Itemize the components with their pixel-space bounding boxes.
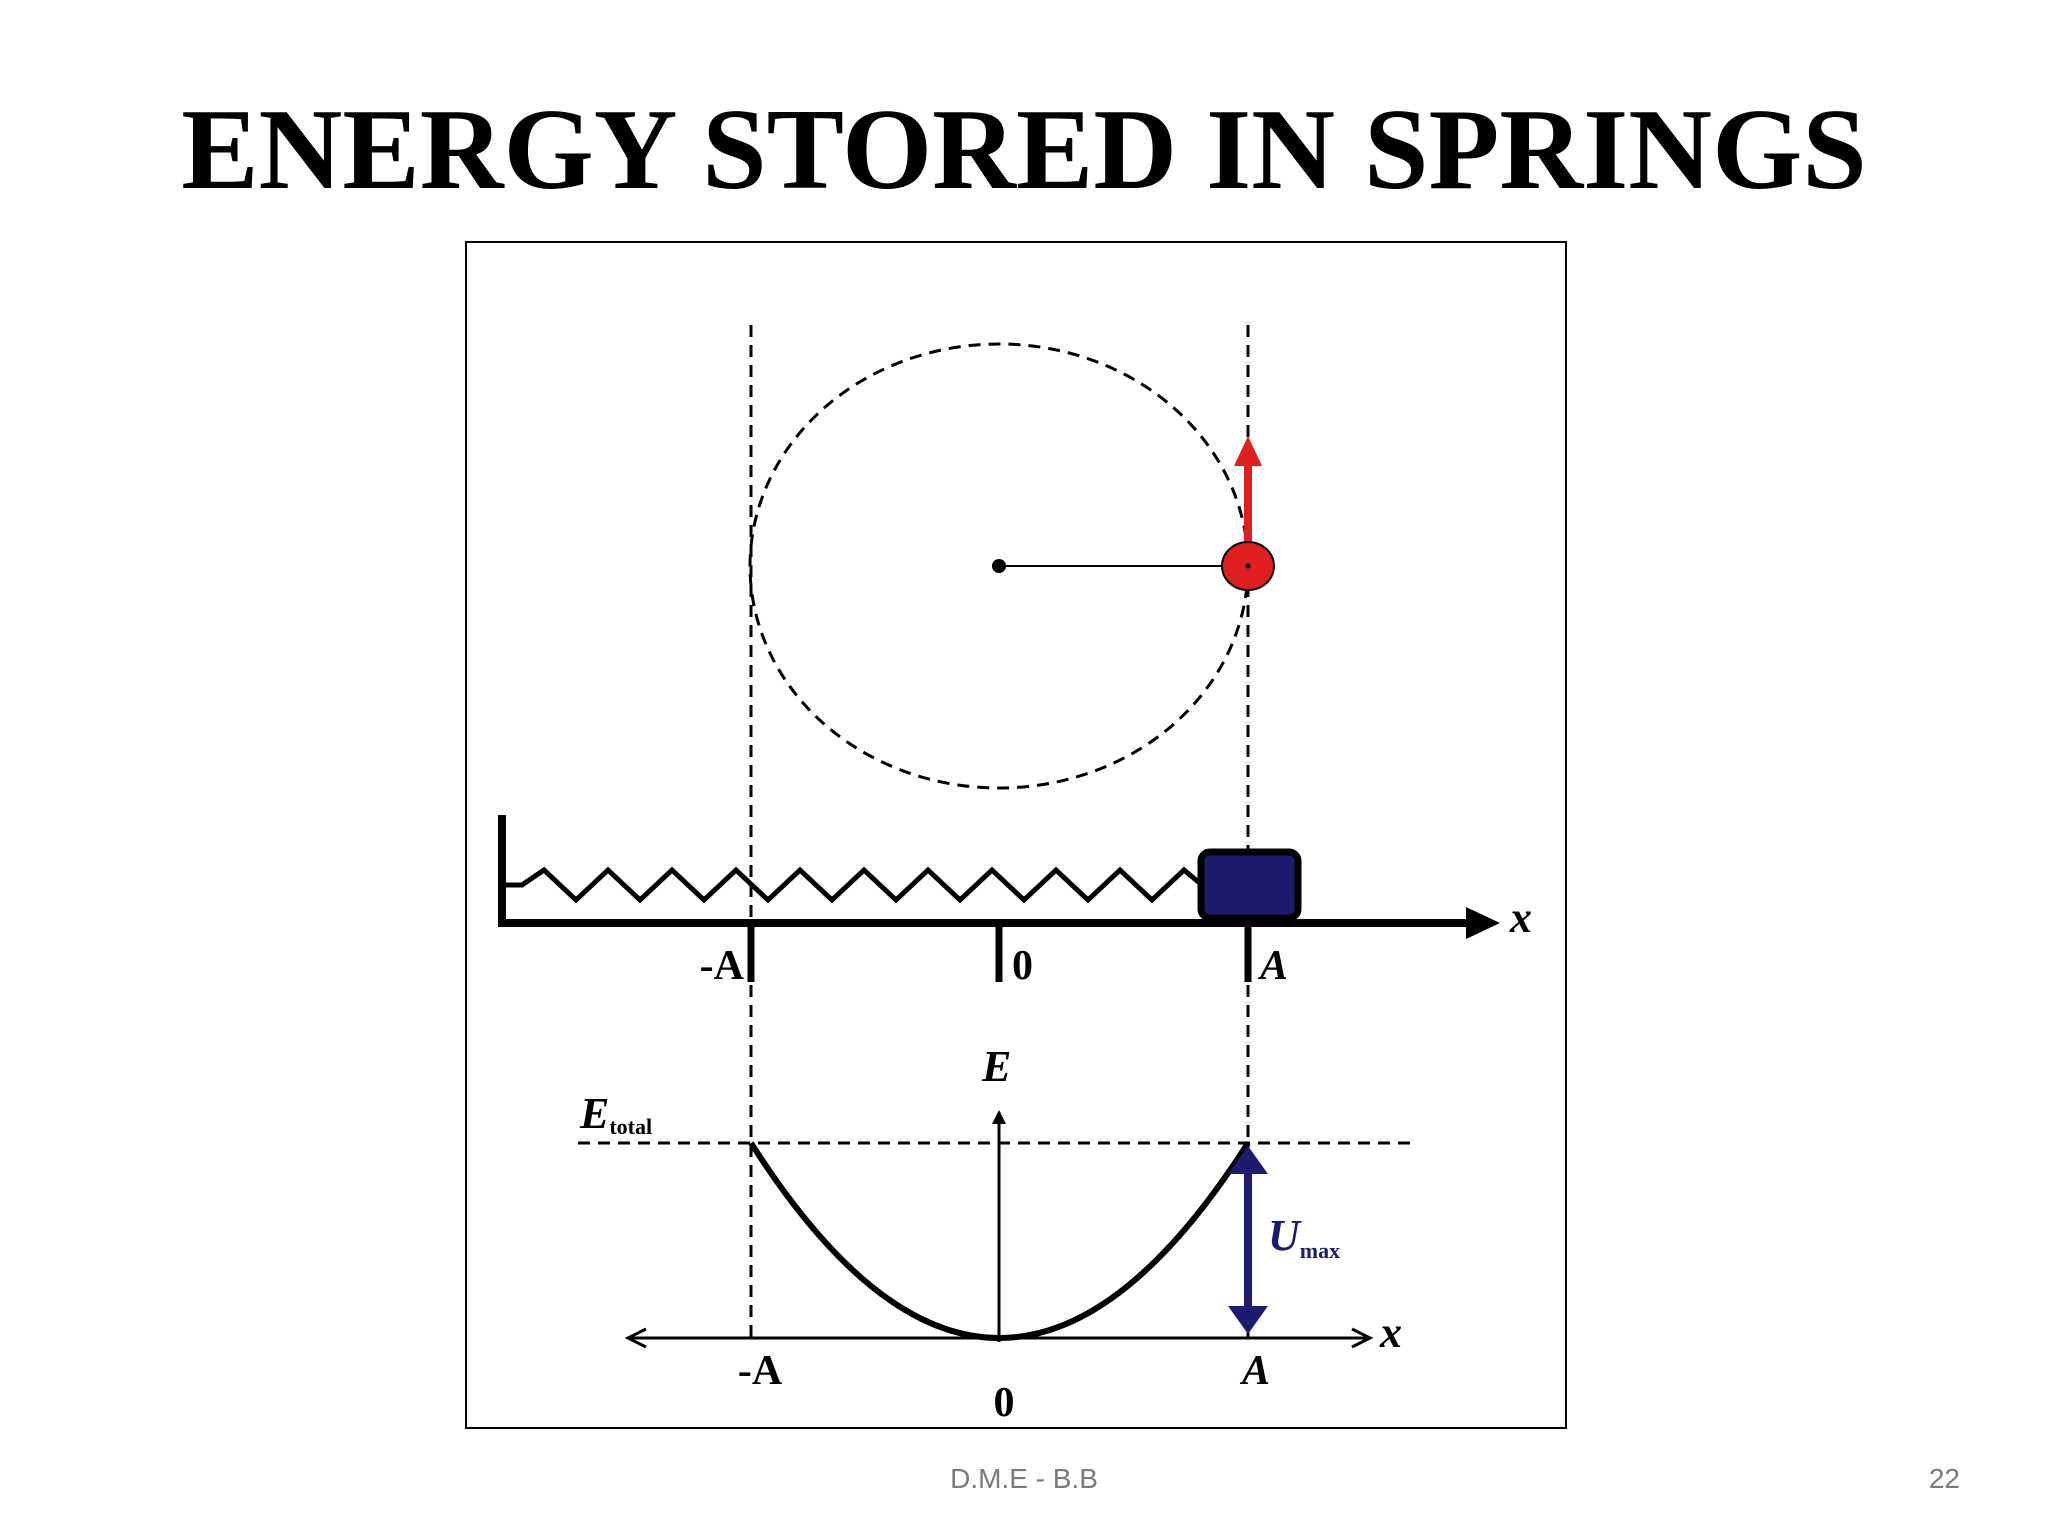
energy-x-axis-label: x — [1379, 1308, 1402, 1357]
mass-block — [1197, 848, 1302, 922]
energy-label-zero: 0 — [994, 1380, 1015, 1426]
spring-label-neg-amplitude: -A — [700, 943, 745, 989]
potential-max-label: Umax — [1268, 1211, 1340, 1263]
energy-x-axis-left-arrowhead — [624, 1327, 647, 1349]
energy-label-neg-amplitude: -A — [738, 1348, 783, 1394]
energy-y-axis-label: E — [981, 1042, 1011, 1091]
total-energy-label: Etotal — [579, 1089, 652, 1139]
spring-axis-label: x — [1509, 893, 1532, 942]
page-number: 22 — [1928, 1463, 1960, 1494]
spring-axis-arrowhead — [1466, 907, 1500, 939]
potential-arrow-head-bottom — [1228, 1306, 1268, 1334]
footer-author: D.M.E - B.B — [950, 1463, 1098, 1494]
spring-label-pos-amplitude: A — [1257, 943, 1288, 989]
potential-energy-curve — [748, 1141, 1251, 1341]
potential-arrow-head-top — [1228, 1146, 1268, 1174]
particle-center-dot — [1245, 563, 1251, 569]
velocity-arrow-head — [1234, 436, 1262, 466]
spring — [502, 866, 1204, 904]
energy-label-pos-amplitude: A — [1239, 1348, 1270, 1394]
energy-x-axis-right-arrowhead — [1351, 1327, 1374, 1349]
diagram-frame — [465, 241, 1567, 1429]
spring-label-zero: 0 — [1012, 943, 1033, 989]
slide-title: ENERGY STORED IN SPRINGS — [181, 86, 1867, 214]
